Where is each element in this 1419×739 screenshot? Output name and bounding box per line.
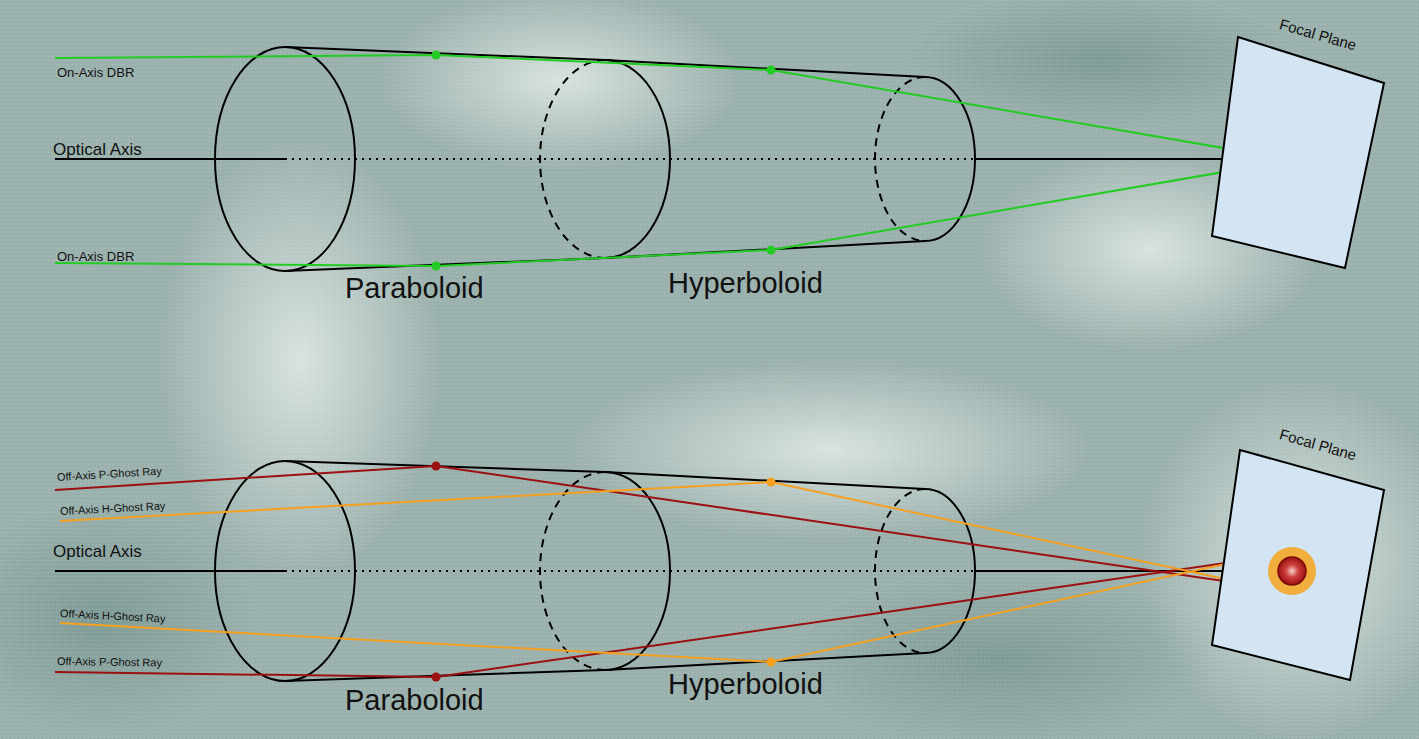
optics-bottom (55, 461, 1280, 681)
ray-label: Off-Axis P-Ghost Ray (57, 656, 162, 668)
axis-label: Optical Axis (53, 141, 142, 158)
focal-plane-panel (1212, 37, 1384, 268)
ghost-spot (1268, 547, 1316, 595)
on-axis-rays (55, 55, 1293, 266)
paraboloid-aperture (215, 47, 355, 271)
focal-plane: Focal Plane (1205, 420, 1400, 690)
ghost-spot (1278, 557, 1306, 585)
reflection-points (432, 462, 776, 682)
axis-label: Optical Axis (53, 543, 142, 560)
mirror-label: Paraboloid (345, 686, 484, 715)
focal-plane-outline (1205, 420, 1400, 690)
mirror-label: Hyperboloid (668, 269, 823, 298)
focal-plane-label: Focal Plane (1278, 426, 1358, 462)
reflection-points (432, 51, 1297, 271)
focal-plane-label: Focal Plane (1278, 16, 1358, 52)
ray-label: On-Axis DBR (57, 250, 134, 263)
ghost-rays (55, 466, 1286, 677)
mirror-label: Hyperboloid (668, 670, 823, 699)
mirror-label: Paraboloid (345, 274, 484, 303)
ray-label: On-Axis DBR (57, 66, 134, 79)
focal-plane-panel (1212, 450, 1384, 680)
focal-plane-outline (1205, 8, 1400, 278)
focal-plane: Focal Plane (1205, 8, 1400, 278)
mirror-junction (605, 60, 670, 258)
optics-top (55, 47, 1290, 271)
